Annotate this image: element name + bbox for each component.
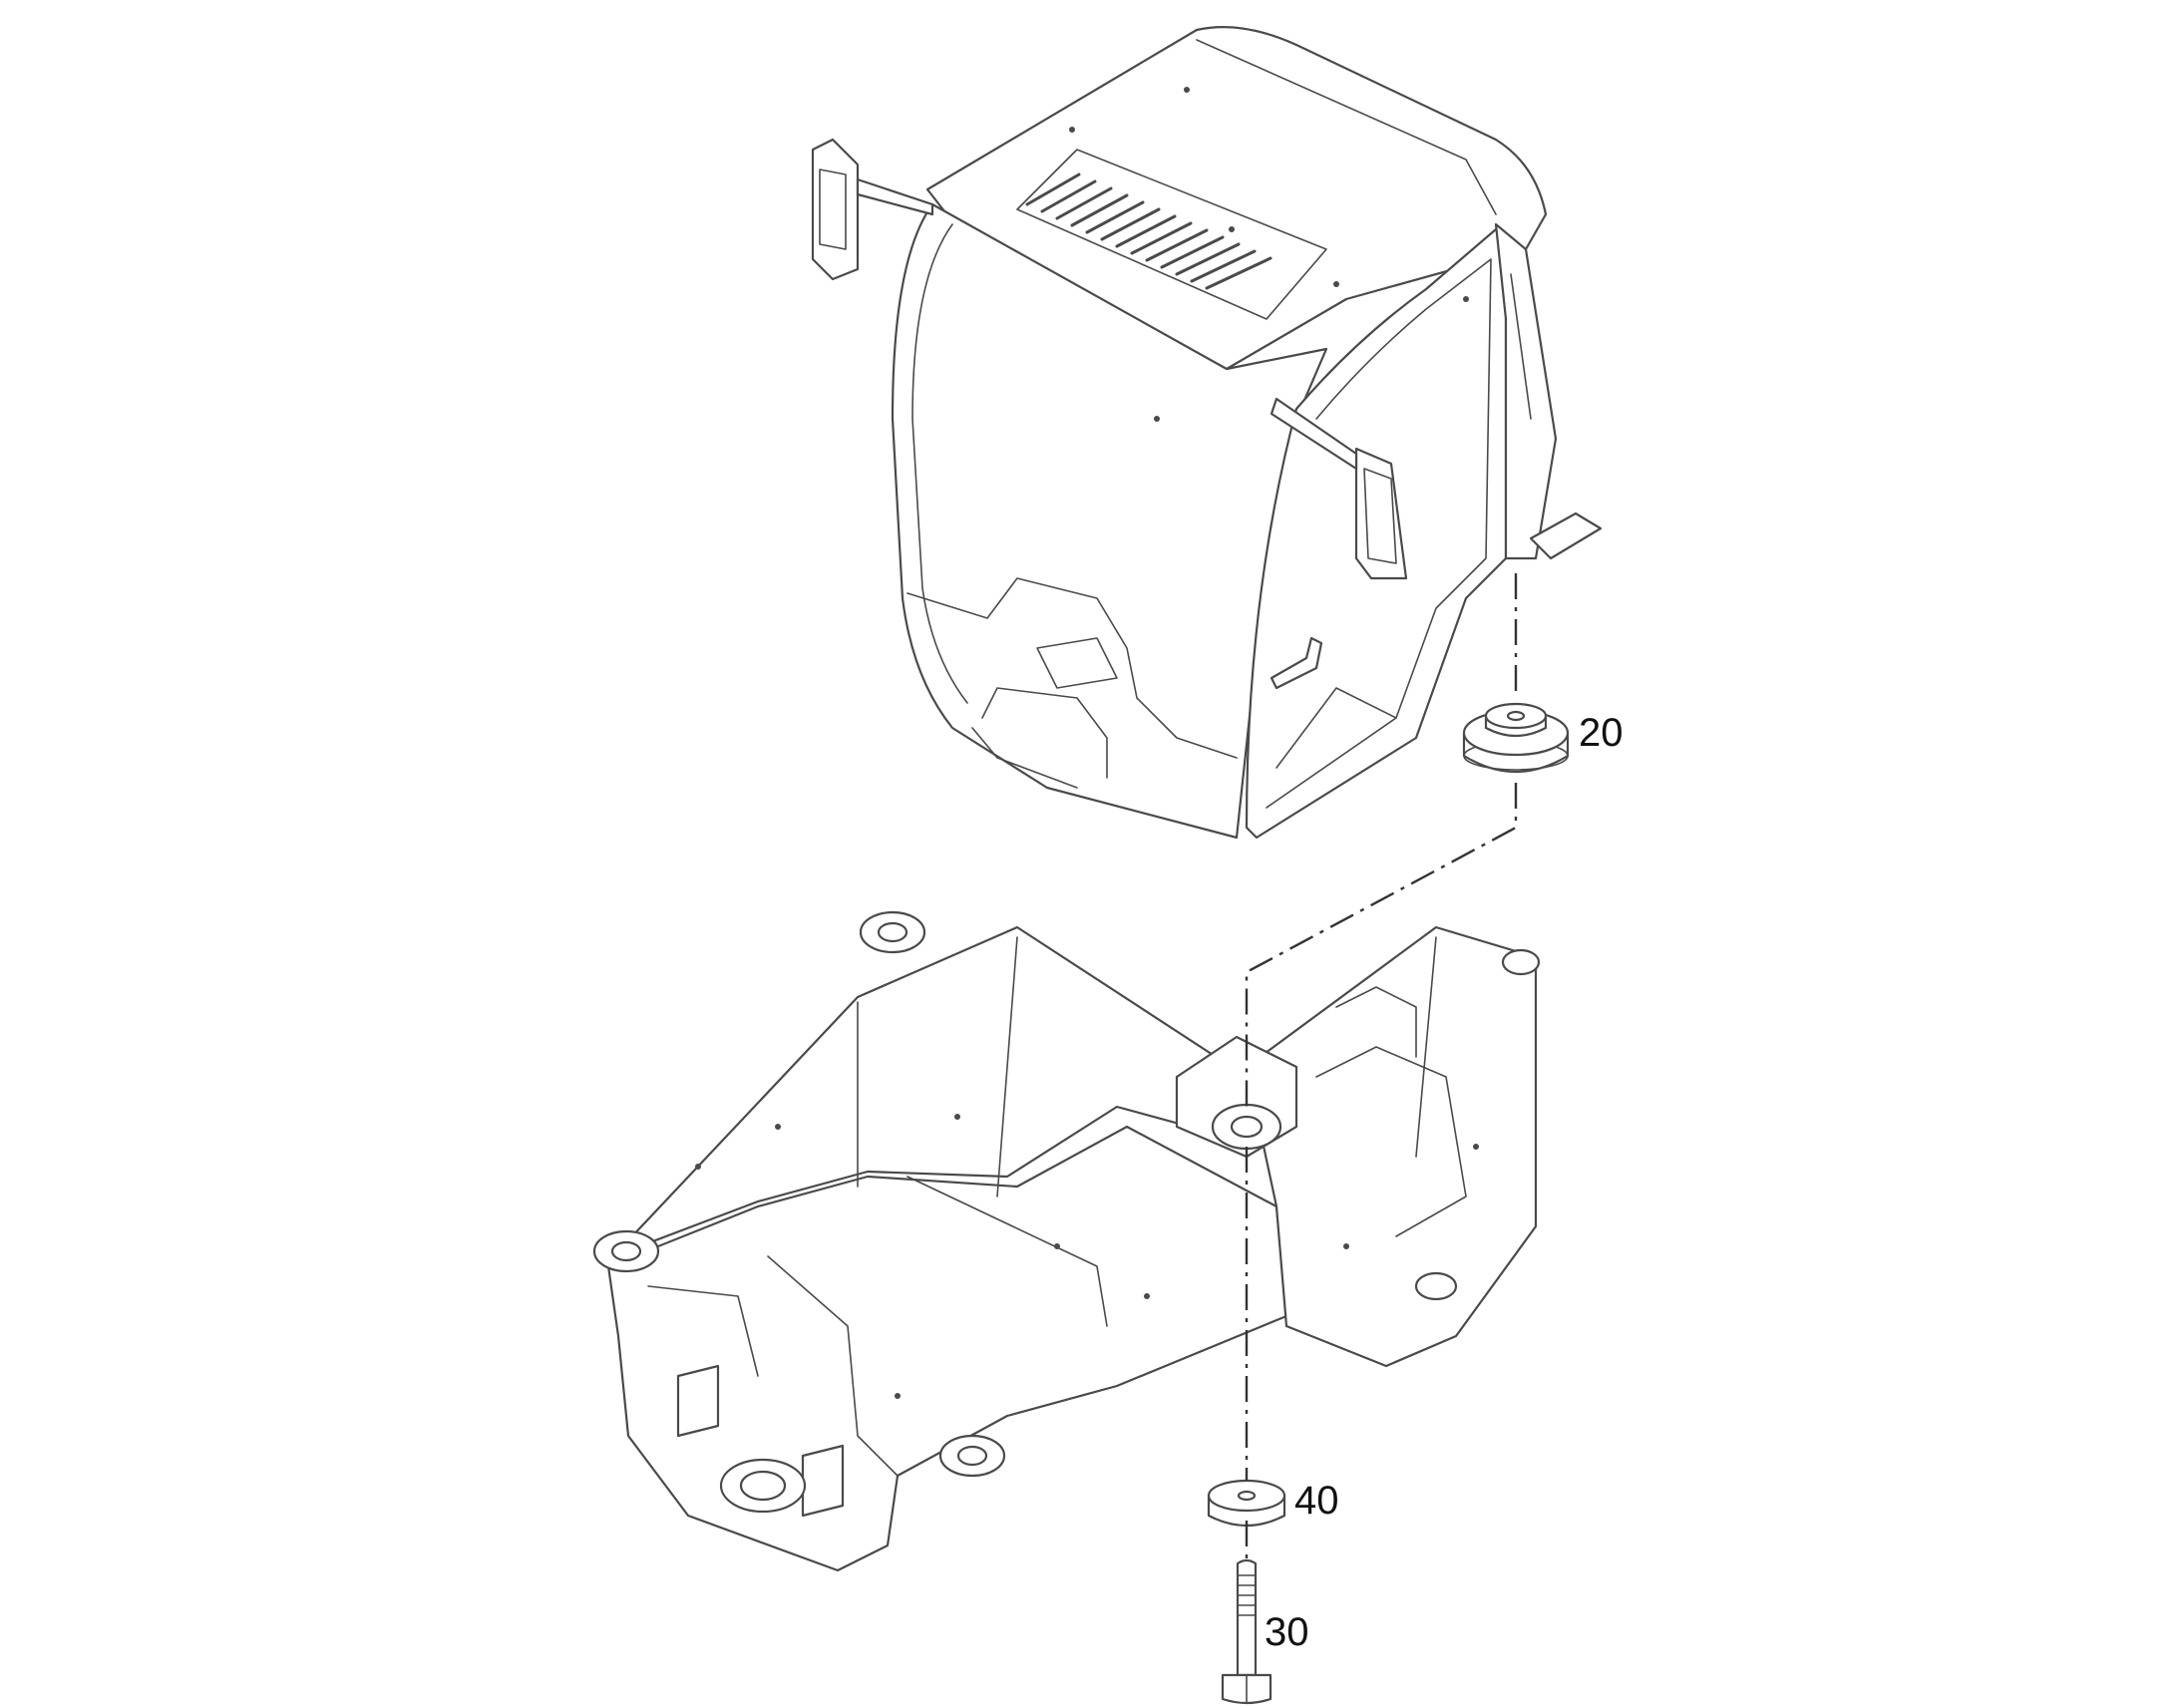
frame-mount-boss: [859, 910, 926, 954]
frame-mount-boss: [1211, 1103, 1282, 1151]
right-mirror: [1270, 397, 1408, 580]
frame-mount-boss: [1501, 948, 1541, 976]
washer: [1207, 1479, 1286, 1528]
assembly-axis-lines: [1245, 573, 1518, 1560]
operator-cab: [811, 26, 1603, 840]
callout-label-30: 30: [1265, 1610, 1309, 1654]
frame-mount-boss: [938, 1434, 1006, 1478]
callout-label-20: 20: [1579, 711, 1624, 755]
frame-mount-boss: [592, 1229, 660, 1273]
callout-label-40: 40: [1294, 1479, 1339, 1523]
door-handle: [1270, 636, 1323, 690]
frame-mount-boss: [1414, 1271, 1458, 1301]
chassis-frame: [592, 910, 1541, 1572]
left-mirror: [811, 138, 934, 281]
hex-bolt: [1221, 1558, 1272, 1705]
frame-mount-boss: [719, 1458, 807, 1514]
roof-vent-slots: [1025, 172, 1272, 290]
cab-rubber-mount: [1462, 702, 1570, 773]
